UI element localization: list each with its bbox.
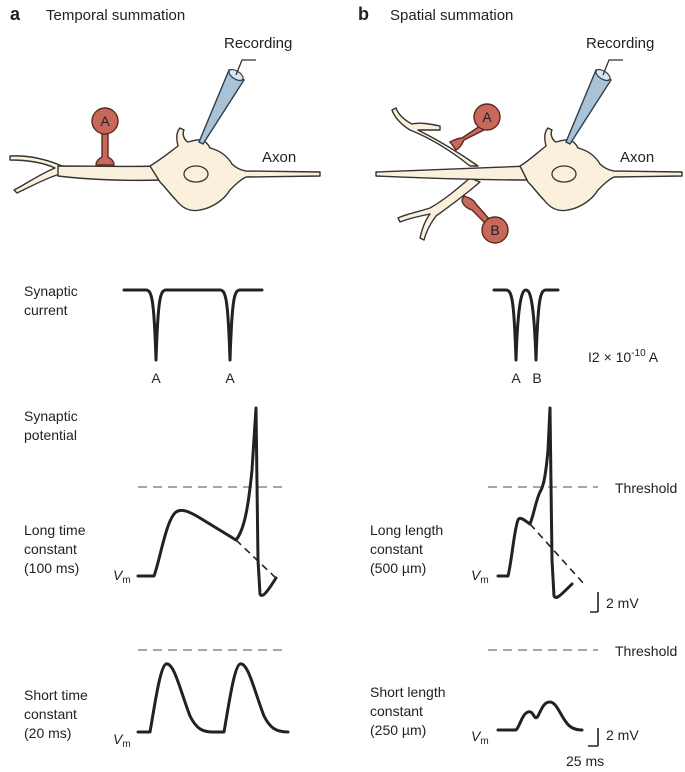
panel-b-upper-dendrite xyxy=(391,107,479,167)
panel-a-long-potential-trace xyxy=(136,406,278,597)
panel-b-electrode xyxy=(565,68,612,145)
panel-b-letter: b xyxy=(358,4,369,24)
panel-a-long-label-line1: Long time xyxy=(24,522,86,538)
panel-b-long-label-line3: (500 µm) xyxy=(370,560,426,576)
panel-b-current-spike-label-b: B xyxy=(532,370,541,386)
panel-a-current-spike-label-2: A xyxy=(225,370,235,386)
panel-a-dendrite xyxy=(57,165,163,182)
voltage-scale-label-2: 2 mV xyxy=(606,727,639,743)
panel-b-recording-label: Recording xyxy=(586,35,654,52)
synaptic-current-label-line1: Synaptic xyxy=(24,283,78,299)
panel-a-short-label-line1: Short time xyxy=(24,687,88,703)
voltage-scale-label-1: 2 mV xyxy=(606,595,639,611)
panel-b-short-label-line3: (250 µm) xyxy=(370,722,426,738)
panel-b-terminal-a-stalk xyxy=(448,125,486,151)
panel-a-terminal-a-label: A xyxy=(100,113,110,129)
panel-b-electrode-wire xyxy=(602,59,623,76)
synaptic-current-label-line2: current xyxy=(24,302,68,318)
panel-a-terminal-a-stalk xyxy=(95,130,115,166)
voltage-scale-bar-2 xyxy=(588,728,599,747)
panel-a-neuron-illustration: A Recording Axon xyxy=(9,35,321,212)
panel-b-lower-dendrite xyxy=(397,177,481,241)
panel-a-short-label-line3: (20 ms) xyxy=(24,725,71,741)
panel-b-short-potential-trace xyxy=(496,700,584,732)
panel-a-electrode-wire xyxy=(235,59,256,76)
panel-a-soma xyxy=(149,127,321,212)
panel-b-short-label-line2: constant xyxy=(370,703,423,719)
panel-b-axon-label: Axon xyxy=(620,149,654,166)
panel-a-title: Temporal summation xyxy=(46,7,185,24)
panel-b-long-potential-trace xyxy=(496,406,574,599)
panel-a-long-label-line3: (100 ms) xyxy=(24,560,79,576)
panel-b-vm-long: Vm xyxy=(471,567,489,586)
panel-b-vm-short: Vm xyxy=(471,728,489,747)
panel-a-vm-long: Vm xyxy=(113,567,131,586)
panel-b-terminal-a xyxy=(473,103,501,131)
panel-b-terminal-a-label: A xyxy=(482,109,492,125)
panel-b-neuron-illustration: A B Recording Axon xyxy=(375,35,683,244)
panel-a-short-potential-trace xyxy=(136,662,290,734)
panel-a-long-decay-dashed xyxy=(235,539,279,581)
panel-a-letter: a xyxy=(10,4,21,24)
panel-a-terminal-a xyxy=(91,107,119,135)
voltage-scale-bar-1 xyxy=(590,592,599,613)
panel-b-long-decay-dashed xyxy=(529,523,585,585)
panel-a-synaptic-current-trace xyxy=(122,288,264,362)
panel-b-soma xyxy=(519,127,683,212)
panel-a-axon-label: Axon xyxy=(262,149,296,166)
panel-a-short-label-line2: constant xyxy=(24,706,77,722)
panel-a-recording-label: Recording xyxy=(224,35,292,52)
panel-b-current-spike-label-a: A xyxy=(511,370,521,386)
panel-a-nucleus xyxy=(183,165,209,183)
panel-a-long-label-line2: constant xyxy=(24,541,77,557)
threshold-label-2: Threshold xyxy=(615,643,677,659)
synaptic-potential-label-line1: Synaptic xyxy=(24,408,78,424)
panel-b-dendrite-shaft xyxy=(375,165,533,181)
panel-a-current-spike-label-1: A xyxy=(151,370,161,386)
panel-b-long-label-line2: constant xyxy=(370,541,423,557)
panel-b-nucleus xyxy=(551,165,577,183)
time-scale-label: 25 ms xyxy=(566,753,604,769)
panel-b-title: Spatial summation xyxy=(390,7,513,24)
current-scale-label: I2 × 10-10 A xyxy=(588,348,659,365)
panel-b-short-label-line1: Short length xyxy=(370,684,446,700)
panel-b-terminal-b xyxy=(481,216,509,244)
panel-b-synaptic-current-trace xyxy=(492,288,560,362)
panel-a-vm-short: Vm xyxy=(113,731,131,750)
synaptic-potential-label-line2: potential xyxy=(24,427,77,443)
panel-a-dendrite-fork xyxy=(9,155,63,194)
panel-a-electrode xyxy=(198,68,245,145)
panel-b-long-label-line1: Long length xyxy=(370,522,443,538)
panel-b-terminal-b-stalk xyxy=(461,195,491,225)
panel-b-terminal-b-label: B xyxy=(490,222,499,238)
threshold-label-1: Threshold xyxy=(615,480,677,496)
